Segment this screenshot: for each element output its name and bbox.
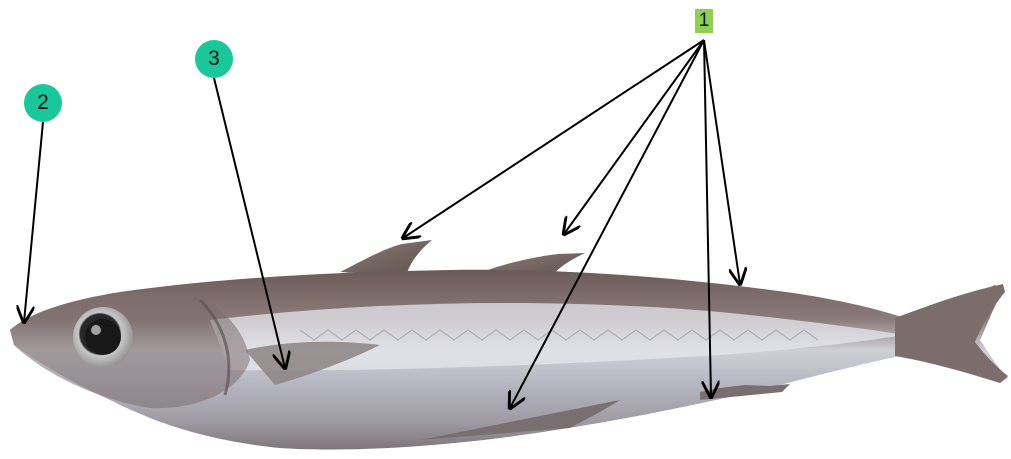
marker-2: 2 [24,84,62,122]
arrow-1-second-dorsal-fin [564,40,704,234]
marker-1: 1 [695,9,713,33]
marker-1-label: 1 [699,10,710,32]
marker-3: 3 [195,40,233,78]
first-dorsal-fin [340,240,432,276]
tail-fin [895,284,1008,383]
arrow-1-dorsal-finlets [704,40,740,284]
arrow-2-snout [24,122,43,322]
arrow-1-first-dorsal-fin [403,40,704,238]
marker-3-label: 3 [208,47,220,71]
eye-highlight [91,325,101,335]
pupil [85,319,121,355]
marker-2-label: 2 [37,91,49,115]
